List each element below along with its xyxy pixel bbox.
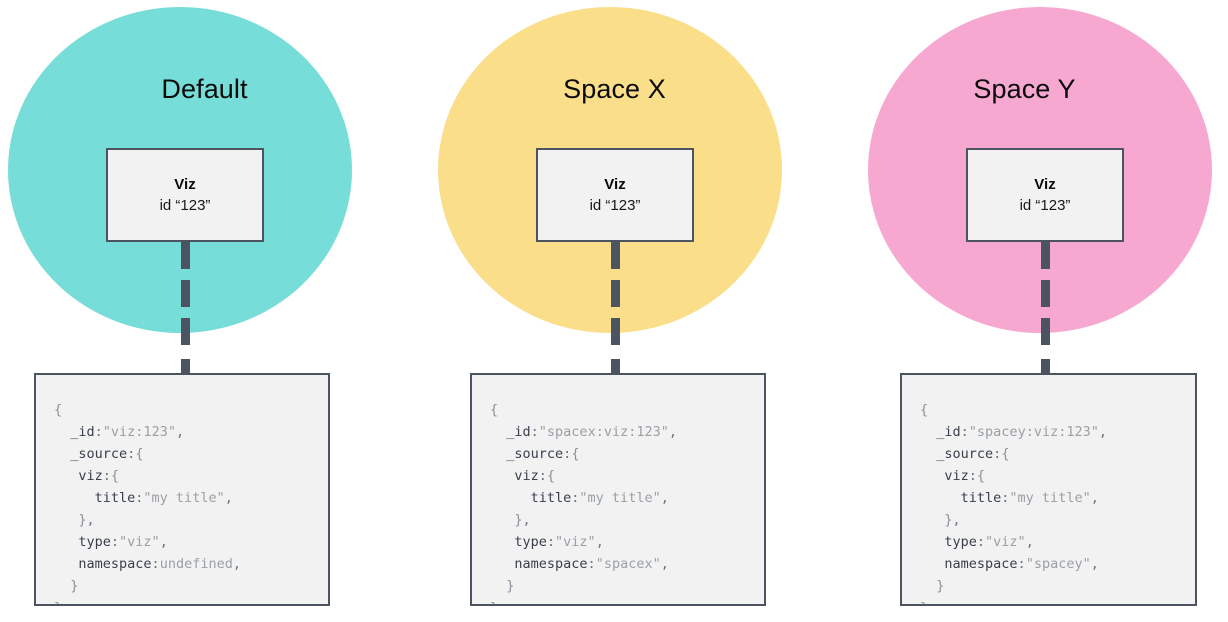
namespace-group-default: Default Viz id “123” { _id:"viz:123", _s…	[0, 0, 409, 622]
dash-segment	[611, 318, 620, 345]
dashed-connector-spacey	[1041, 242, 1050, 374]
dash-segment	[181, 318, 190, 345]
code-block-default: { _id:"viz:123", _source:{ viz:{ title:"…	[34, 373, 330, 606]
code-block-spacey: { _id:"spacey:viz:123", _source:{ viz:{ …	[900, 373, 1197, 606]
dash-segment	[611, 359, 620, 374]
code-block-spacex: { _id:"spacex:viz:123", _source:{ viz:{ …	[470, 373, 766, 606]
dash-segment	[1041, 318, 1050, 345]
space-label-spacey: Space Y	[973, 74, 1076, 104]
dashed-connector-spacex	[611, 242, 620, 374]
dash-segment	[1041, 280, 1050, 307]
viz-node-id: id “123”	[589, 196, 641, 214]
dash-segment	[1041, 242, 1050, 269]
dashed-connector-default	[181, 242, 190, 374]
viz-node-spacex[interactable]: Viz id “123”	[536, 148, 694, 242]
code-content-default: { _id:"viz:123", _source:{ viz:{ title:"…	[54, 402, 241, 604]
dash-segment	[181, 359, 190, 374]
namespace-group-spacey: Space Y Viz id “123” { _id:"spacey:viz:1…	[820, 0, 1228, 622]
viz-node-title: Viz	[1034, 175, 1056, 193]
code-content-spacey: { _id:"spacey:viz:123", _source:{ viz:{ …	[920, 402, 1107, 604]
namespace-group-spacex: Space X Viz id “123” { _id:"spacex:viz:1…	[410, 0, 819, 622]
dash-segment	[1041, 359, 1050, 374]
viz-node-title: Viz	[604, 175, 626, 193]
dash-segment	[181, 280, 190, 307]
viz-node-spacey[interactable]: Viz id “123”	[966, 148, 1124, 242]
dash-segment	[181, 242, 190, 269]
viz-node-default[interactable]: Viz id “123”	[106, 148, 264, 242]
space-label-default: Default	[161, 74, 248, 104]
dash-segment	[611, 280, 620, 307]
code-content-spacex: { _id:"spacex:viz:123", _source:{ viz:{ …	[490, 402, 677, 604]
viz-node-id: id “123”	[159, 196, 211, 214]
space-label-spacex: Space X	[563, 74, 666, 104]
viz-node-title: Viz	[174, 175, 196, 193]
dash-segment	[611, 242, 620, 269]
viz-node-id: id “123”	[1019, 196, 1071, 214]
